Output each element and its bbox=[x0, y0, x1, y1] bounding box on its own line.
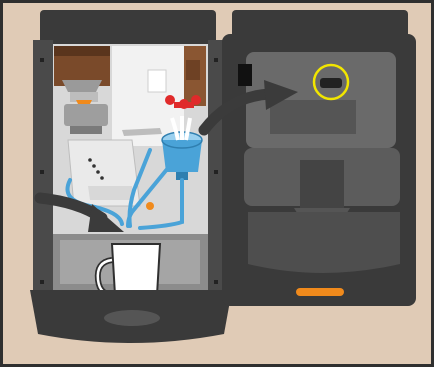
door-orange-handle bbox=[296, 288, 344, 296]
door-slot bbox=[270, 100, 356, 134]
machine-body bbox=[30, 10, 232, 343]
machine-door bbox=[222, 10, 416, 306]
door-latch bbox=[238, 64, 252, 86]
orange-indicator bbox=[146, 202, 154, 210]
machine-top bbox=[40, 10, 216, 44]
door-drip-cover bbox=[248, 212, 400, 273]
door-switch bbox=[320, 78, 342, 88]
door-top bbox=[232, 10, 408, 40]
drip-tray-grate bbox=[104, 310, 160, 326]
white-module-detail bbox=[148, 70, 166, 92]
door-nozzle bbox=[300, 160, 344, 208]
brewing-unit bbox=[68, 140, 140, 206]
